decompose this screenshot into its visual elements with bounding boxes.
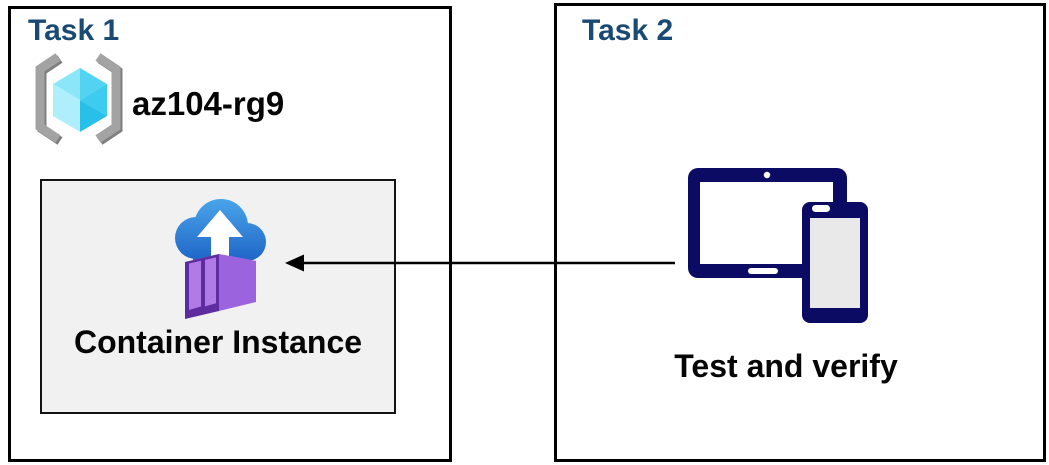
- task1-title: Task 1: [28, 14, 120, 47]
- container-instance-label: Container Instance: [73, 324, 363, 360]
- container-instance-icon: [175, 199, 266, 319]
- connector-arrow-icon: [285, 254, 675, 272]
- test-and-verify-caption: Test and verify: [674, 348, 898, 384]
- phone-shape: [802, 202, 868, 323]
- tablet-and-phone-icon: [688, 168, 868, 323]
- upload-arrow: [197, 210, 243, 268]
- resource-group-name: az104-rg9: [132, 85, 285, 122]
- container-cube: [185, 254, 256, 319]
- task2-title: Task 2: [582, 14, 674, 47]
- resource-group-icon: [35, 53, 123, 145]
